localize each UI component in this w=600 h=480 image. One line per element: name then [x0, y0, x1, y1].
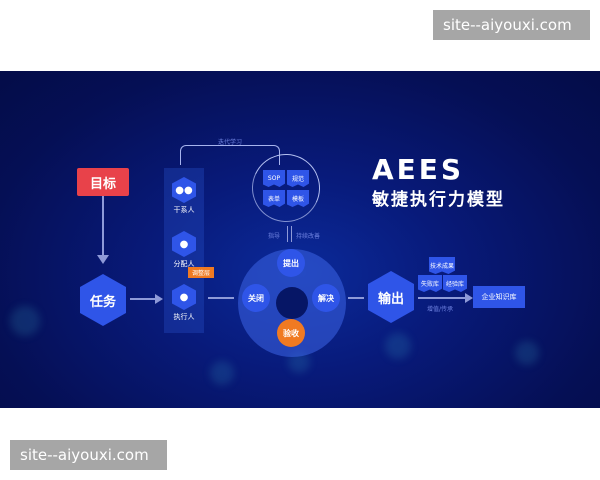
- doc-tile-failure-lib: 失败库: [418, 275, 442, 292]
- glow-decoration: [10, 306, 40, 336]
- iterate-label: 迭代学习: [218, 139, 243, 146]
- value-transfer-label: 增值/传承: [427, 306, 454, 313]
- role-label-stakeholder: 干系人: [173, 206, 195, 214]
- doc-tile-tech-results: 技术成果: [429, 257, 455, 274]
- goal-to-task-arrow: [102, 196, 104, 258]
- arrow-head-down-icon: [97, 255, 109, 264]
- adjust-tag: 调整层: [188, 267, 214, 278]
- cycle-node-solve: 解决: [312, 284, 340, 312]
- cycle-node-accept: 验收: [277, 319, 305, 347]
- doc-tile-sop: SOP: [263, 170, 285, 187]
- doc-tile-template: 模板: [287, 190, 309, 207]
- role-label-assigner: 分配人: [173, 260, 195, 268]
- glow-decoration: [210, 361, 234, 385]
- task-hex: 任务: [80, 274, 126, 326]
- roles-to-cycle-arrow: [208, 297, 234, 299]
- arrow-head-right-icon: [155, 294, 163, 304]
- glow-decoration: [385, 333, 411, 359]
- guide-arrow: [287, 226, 288, 242]
- doc-tile-form: 表单: [263, 190, 285, 207]
- title-aees: AEES: [372, 153, 465, 186]
- watermark-top: site--aiyouxi.com: [433, 10, 590, 40]
- knowledge-base-box: 企业知识库: [473, 286, 525, 308]
- role-label-executor: 执行人: [173, 313, 195, 321]
- user-icon: ●: [172, 284, 196, 310]
- doc-tile-standard: 规范: [287, 170, 309, 187]
- cycle-node-close: 关闭: [242, 284, 270, 312]
- arrow-head-right-icon: [465, 293, 473, 303]
- guide-label: 指导: [268, 233, 281, 240]
- aees-diagram-banner: 目标 任务 ●● 干系人 ● 分配人 调整层 ● 执行人 迭代学习 SOP 规范…: [0, 71, 600, 408]
- watermark-bottom: site--aiyouxi.com: [10, 440, 167, 470]
- cycle-to-output-arrow: [348, 297, 364, 299]
- improve-arrow: [291, 226, 292, 242]
- improve-label: 持续改善: [296, 233, 321, 240]
- output-to-kb-arrow: [418, 297, 466, 299]
- cycle-node-propose: 提出: [277, 249, 305, 277]
- task-to-roles-arrow: [130, 298, 156, 300]
- doc-tile-experience-lib: 经验库: [443, 275, 467, 292]
- glow-decoration: [515, 341, 539, 365]
- cycle-ring-center: [276, 287, 308, 319]
- output-hex: 输出: [368, 271, 414, 323]
- goal-box: 目标: [77, 168, 129, 196]
- title-subtitle: 敏捷执行力模型: [372, 190, 505, 210]
- iterate-loop-line: [180, 145, 280, 165]
